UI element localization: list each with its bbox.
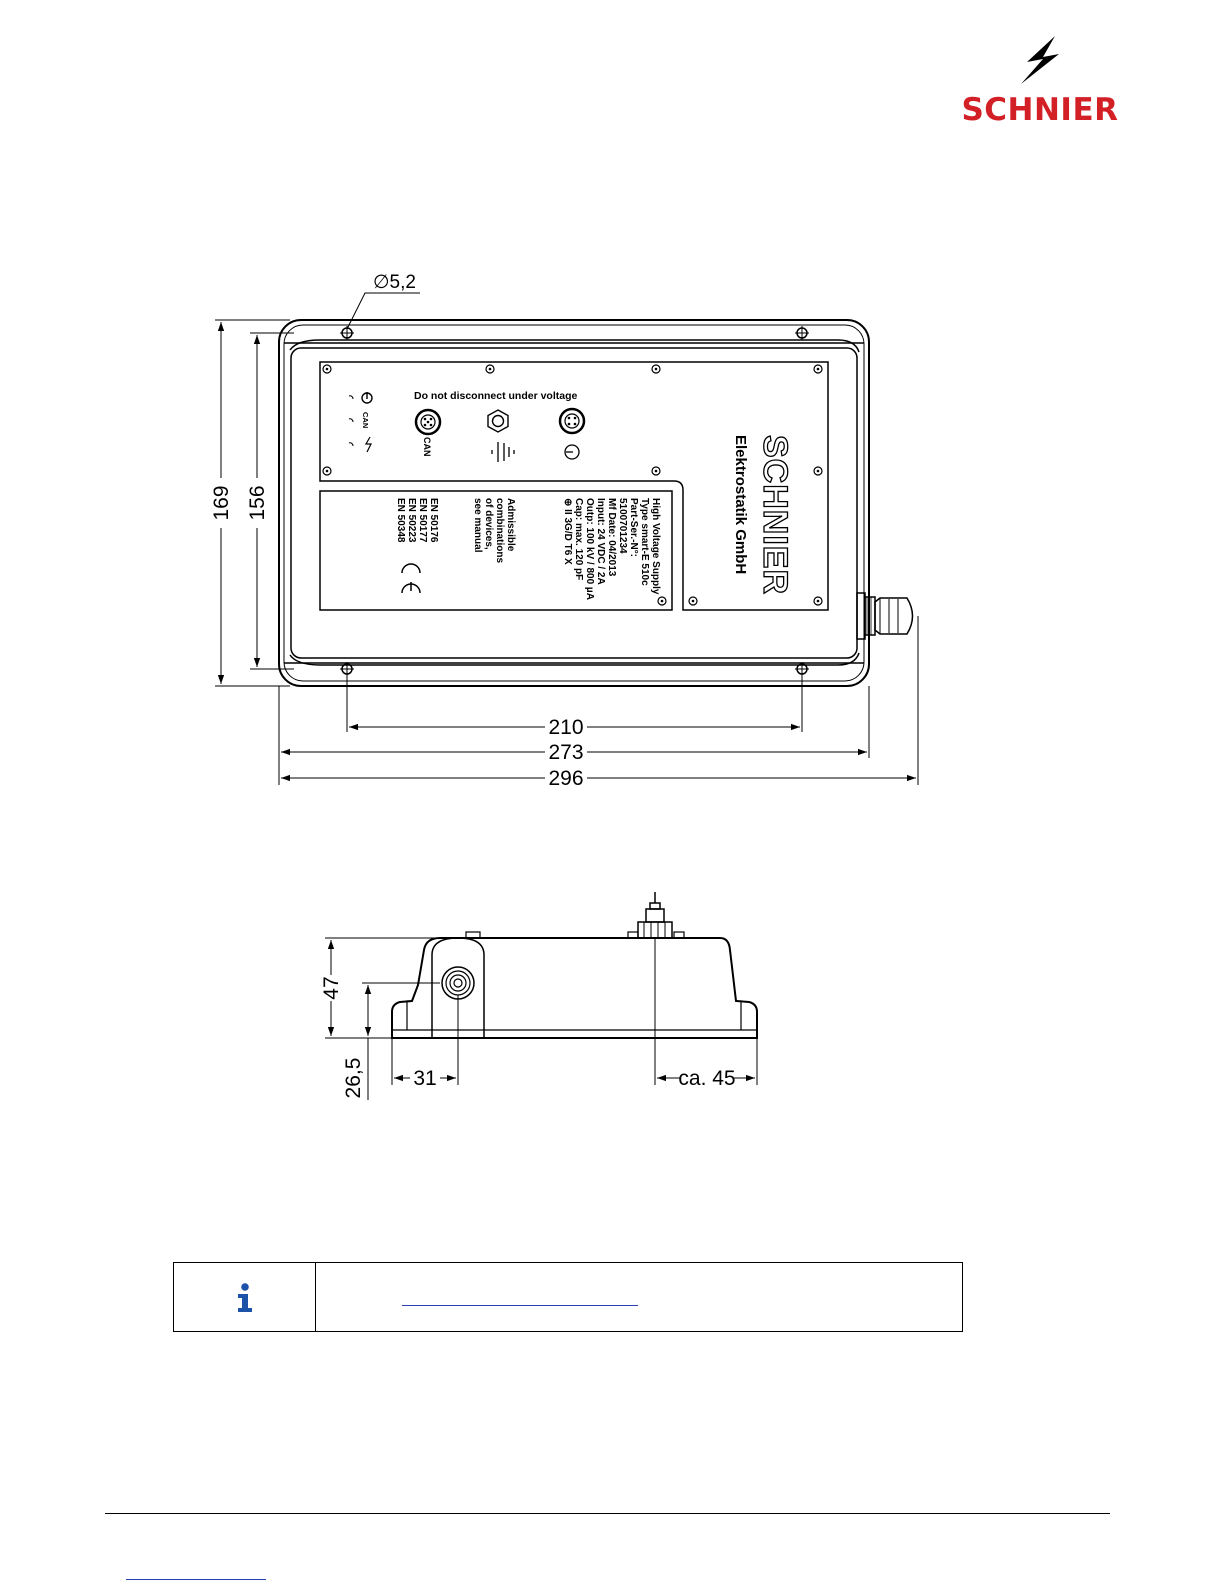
rating-line: Outp: 100 kV / 800 µA [584, 498, 595, 600]
power-connector [558, 407, 586, 460]
top-view: ∅5,2 Do not disconnect under voltage CAN [208, 272, 919, 790]
cert-line: EN 50348 [395, 498, 406, 543]
rating-line: Mf Date: 04/2013 [606, 498, 617, 577]
admissible-line: see manual [472, 498, 483, 553]
hole-leader [346, 292, 420, 330]
bottom-flange-curve [289, 652, 860, 666]
dim-height-inner: 156 [246, 485, 269, 520]
admissible-text: Admissible combinations of devices, see … [472, 498, 516, 563]
ground-icon [491, 442, 515, 462]
dim-height-outer: 169 [210, 485, 233, 520]
top-flange-curve [289, 339, 860, 353]
maker-name: SCHNIER [756, 435, 794, 595]
hole-diameter-label: ∅5,2 [373, 272, 416, 293]
rating-line: Input: 24 VDC / 2A [595, 498, 606, 585]
side-dim-height: 47 [320, 976, 343, 999]
body-recess [290, 347, 858, 659]
info-icon-cell [174, 1263, 316, 1331]
panel-warning-heading: Do not disconnect under voltage [414, 390, 578, 402]
admissible-line: Admissible [505, 498, 516, 552]
admissible-line: combinations [494, 498, 505, 563]
side-dim-left-offset: 31 [413, 1067, 436, 1090]
side-dim-axis-height: 26,5 [342, 1058, 365, 1099]
housing-inner-outline [283, 324, 865, 682]
footer-link-underline[interactable] [126, 1579, 266, 1580]
rating-line: Type smart-E 510c [639, 498, 650, 586]
can-led-label: CAN [361, 412, 370, 428]
rating-plate [319, 490, 673, 611]
info-note-box [173, 1262, 963, 1332]
power-icon [564, 444, 580, 460]
high-voltage-led-icon [364, 436, 372, 453]
dim-width-total: 296 [548, 767, 583, 790]
rating-line: Part-Ser.-N°: [628, 498, 639, 557]
side-view: 47 26,5 31 ca. 45 [318, 892, 758, 1100]
dim-width-body: 273 [548, 741, 583, 764]
plate-screws [322, 364, 823, 606]
rating-text: High Voltage Supply Type smart-E 510c Pa… [562, 498, 661, 600]
can-connector: CAN [414, 408, 442, 457]
side-extension-lines [325, 937, 758, 1100]
side-dimension-lines [327, 940, 755, 1082]
info-link-underline[interactable] [402, 1305, 638, 1306]
certification-text: EN 50176 EN 50177 EN 50223 EN 50348 [395, 498, 439, 543]
cable-gland [856, 592, 914, 640]
cert-line: EN 50177 [417, 498, 428, 543]
side-gland-icon [441, 966, 475, 1000]
company-logo: SCHNIER [955, 30, 1125, 130]
rating-line: High Voltage Supply [650, 498, 661, 595]
logo-text: SCHNIER [961, 92, 1119, 128]
maker-subtitle: Elektrostatik GmbH [732, 435, 749, 574]
side-gland-boss [431, 937, 485, 1038]
cert-line: EN 50223 [406, 498, 417, 543]
ce-mark-icon [401, 563, 421, 594]
side-dim-right-offset: ca. 45 [678, 1067, 735, 1090]
footer-rule [105, 1513, 1110, 1514]
housing-outline [278, 319, 870, 687]
rating-line: 5100701234 [617, 498, 628, 554]
technical-drawing: ∅5,2 Do not disconnect under voltage CAN [208, 272, 919, 1100]
status-leds: CAN [348, 392, 373, 453]
maker-text: SCHNIER Elektrostatik GmbH [732, 434, 795, 595]
extension-lines [215, 319, 919, 785]
dim-width-holes: 210 [548, 716, 583, 739]
can-connector-label: CAN [422, 437, 432, 457]
cert-line: EN 50176 [428, 498, 439, 543]
rating-line: Cap: max. 120 pF [573, 498, 584, 580]
connector-plate [319, 361, 829, 611]
ground-stud [487, 409, 515, 462]
side-hv-connector [637, 892, 673, 939]
info-icon [238, 1283, 252, 1312]
side-housing-outline [391, 937, 758, 1039]
rating-line: ⊕ II 3G/D T6 X [562, 498, 573, 565]
admissible-line: of devices, [483, 498, 494, 550]
